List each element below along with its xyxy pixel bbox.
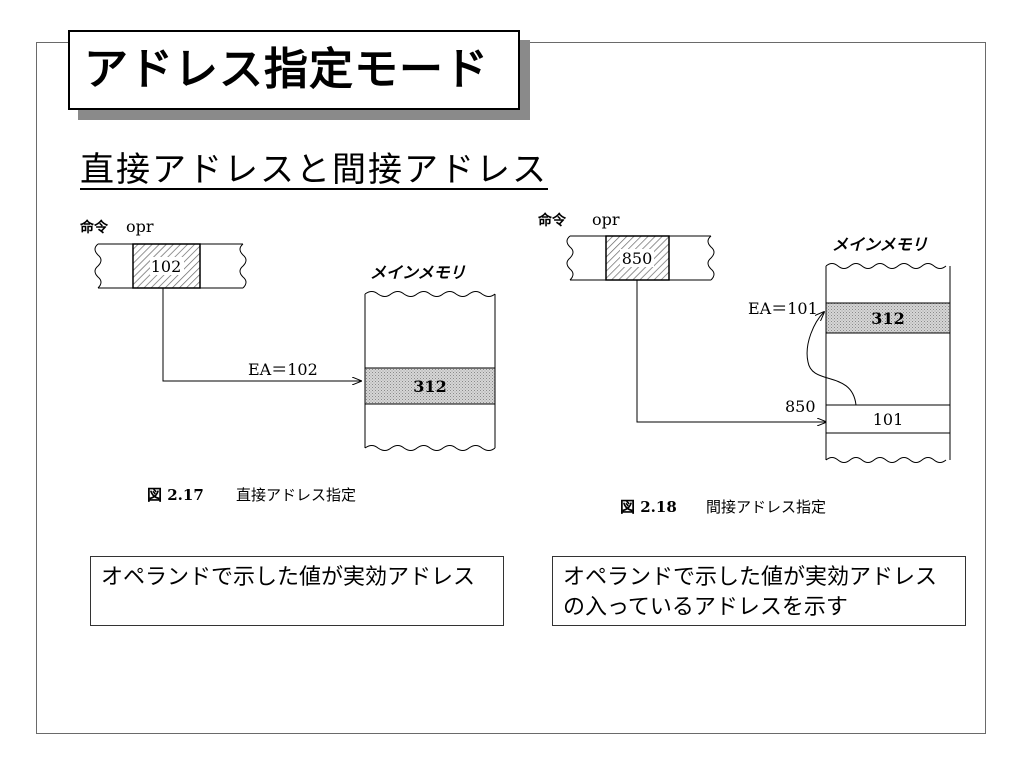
address-arrow xyxy=(636,280,826,422)
instruction-register: 102 xyxy=(94,243,247,289)
ea-label: EA＝102 xyxy=(248,360,318,379)
instruction-label: 命令 xyxy=(537,212,567,229)
address-arrow xyxy=(162,288,361,381)
slide-subtitle: 直接アドレスと間接アドレス xyxy=(80,150,548,190)
indirect-address-note: オペランドで示した値が実効アドレスの入っているアドレスを示す xyxy=(552,556,966,626)
pointer-address-label: 850 xyxy=(785,397,816,416)
indirect-addressing-figure: 命令 opr 850 メインメモリ 312 101 EA＝101 850 xyxy=(537,210,951,516)
memory-cell-value: 312 xyxy=(413,377,446,396)
figure-caption-text: 間接アドレス指定 xyxy=(706,498,826,516)
main-memory: 312 xyxy=(364,291,496,451)
instruction-register: 850 xyxy=(566,235,715,281)
memory-cell-target xyxy=(364,367,496,405)
main-memory: 312 101 xyxy=(825,263,951,463)
figure-caption-number: 図 2.17 xyxy=(147,486,204,504)
figure-caption-text: 直接アドレス指定 xyxy=(236,486,356,504)
memory-cell-value: 312 xyxy=(871,309,904,328)
operand-value: 102 xyxy=(151,257,182,276)
memory-cell-target xyxy=(825,302,951,334)
memory-label: メインメモリ xyxy=(832,235,928,254)
ea-label: EA＝101 xyxy=(748,299,818,318)
memory-label: メインメモリ xyxy=(370,263,466,282)
direct-addressing-figure: 命令 opr 102 EA＝102 メインメモリ 312 図 2.17 直接アド… xyxy=(79,217,496,504)
opr-label: opr xyxy=(592,210,620,229)
figure-caption-number: 図 2.18 xyxy=(620,498,677,516)
pointer-cell-value: 101 xyxy=(873,410,904,429)
direct-address-note: オペランドで示した値が実効アドレス xyxy=(90,556,504,626)
indirection-arrow xyxy=(806,312,857,406)
slide-title: アドレス指定モード xyxy=(68,30,520,110)
opr-label: opr xyxy=(126,217,154,236)
operand-value: 850 xyxy=(622,249,653,268)
instruction-label: 命令 xyxy=(79,219,109,236)
memory-cell-pointer xyxy=(825,404,951,434)
